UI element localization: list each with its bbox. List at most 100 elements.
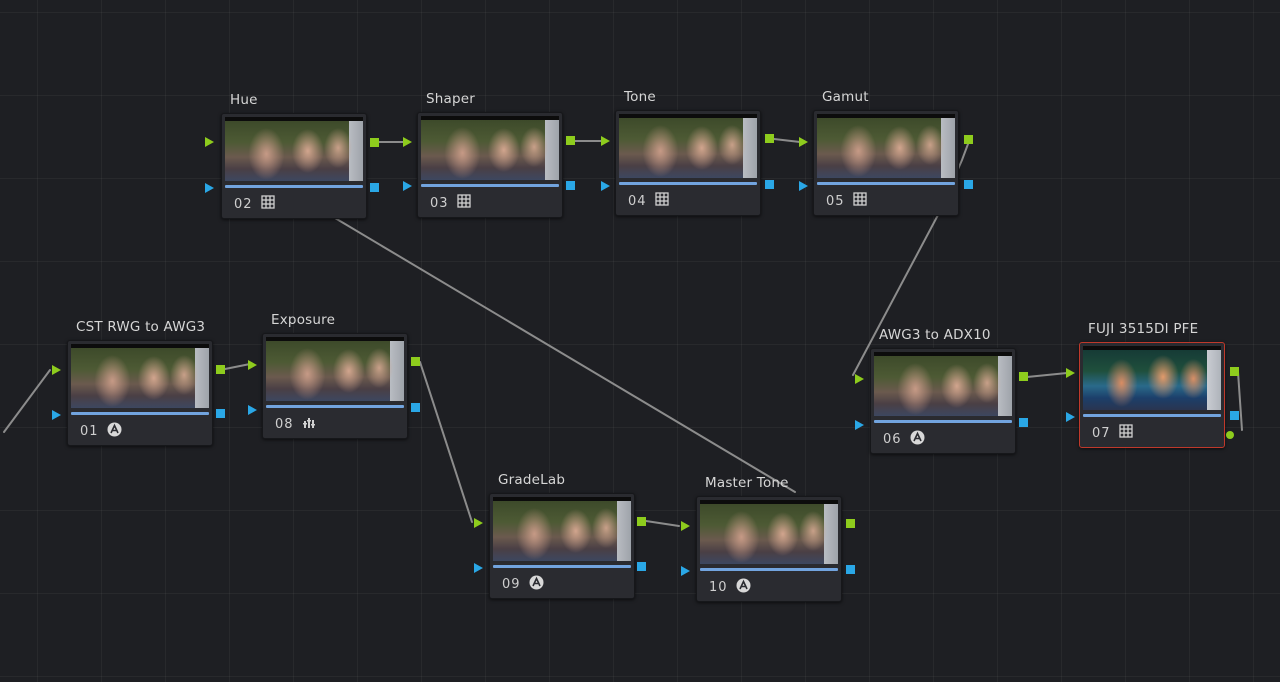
- node-05-gamut[interactable]: Gamut 05: [813, 89, 959, 216]
- node-thumbnail: [71, 344, 209, 408]
- alpha-output-port[interactable]: [964, 180, 973, 189]
- color-space-transform-icon: [735, 577, 751, 593]
- node-02-hue[interactable]: Hue 02: [221, 92, 367, 219]
- node-thumbnail: [266, 337, 404, 401]
- node-thumbnail: [619, 114, 757, 178]
- node-number: 09: [502, 577, 521, 592]
- wire-07-to-output: [1237, 371, 1243, 431]
- alpha-output-port[interactable]: [370, 183, 379, 192]
- alpha-input-port[interactable]: [474, 563, 483, 573]
- alpha-output-port[interactable]: [1019, 418, 1028, 427]
- node-number: 02: [234, 197, 253, 212]
- wire-04-to-05: [773, 138, 801, 143]
- lut-grid-icon: [852, 191, 868, 207]
- node-thumbnail: [817, 114, 955, 178]
- node-label: CST RWG to AWG3: [76, 319, 206, 335]
- node-key-bar: [1083, 414, 1221, 417]
- node-04-tone[interactable]: Tone 04: [615, 89, 761, 216]
- rgb-output-port[interactable]: [216, 365, 225, 374]
- alpha-output-port[interactable]: [216, 409, 225, 418]
- alpha-output-port[interactable]: [846, 565, 855, 574]
- node-number: 04: [628, 194, 647, 209]
- rgb-output-port[interactable]: [566, 136, 575, 145]
- rgb-input-port[interactable]: [855, 374, 864, 384]
- rgb-input-port[interactable]: [1066, 368, 1075, 378]
- rgb-output-port[interactable]: [1019, 372, 1028, 381]
- node-08-exposure[interactable]: Exposure 08: [262, 312, 408, 439]
- alpha-input-port[interactable]: [403, 181, 412, 191]
- alpha-input-port[interactable]: [601, 181, 610, 191]
- node-thumbnail: [874, 352, 1012, 416]
- node-07-fuji-3515di-pfe[interactable]: FUJI 3515DI PFE 07: [1079, 321, 1225, 448]
- node-thumbnail: [1083, 346, 1221, 410]
- alpha-input-port[interactable]: [855, 420, 864, 430]
- rgb-output-port[interactable]: [964, 135, 973, 144]
- rgb-input-port[interactable]: [681, 521, 690, 531]
- wire-06-to-07: [1026, 372, 1068, 378]
- rgb-output-port[interactable]: [765, 134, 774, 143]
- alpha-output-port[interactable]: [566, 181, 575, 190]
- alpha-input-port[interactable]: [681, 566, 690, 576]
- node-number: 05: [826, 194, 845, 209]
- alpha-output-port[interactable]: [411, 403, 420, 412]
- node-key-bar: [817, 182, 955, 185]
- rgb-output-port[interactable]: [411, 357, 420, 366]
- node-label: Gamut: [822, 89, 869, 105]
- node-key-bar: [421, 184, 559, 187]
- node-key-bar: [700, 568, 838, 571]
- node-label: Shaper: [426, 91, 476, 107]
- node-10-master-tone[interactable]: Master Tone 10: [696, 475, 842, 602]
- node-label: GradeLab: [498, 472, 566, 488]
- node-thumbnail: [421, 116, 559, 180]
- alpha-input-port[interactable]: [205, 183, 214, 193]
- wire-01-to-08: [224, 363, 251, 370]
- color-space-transform-icon: [528, 574, 544, 590]
- node-key-bar: [493, 565, 631, 568]
- node-label: Tone: [624, 89, 656, 105]
- node-09-gradelab[interactable]: GradeLab 09: [489, 472, 635, 599]
- node-number: 07: [1092, 426, 1111, 441]
- node-label: Master Tone: [705, 475, 789, 491]
- rgb-input-port[interactable]: [248, 360, 257, 370]
- lut-grid-icon: [654, 191, 670, 207]
- rgb-input-port[interactable]: [52, 365, 61, 375]
- rgb-input-port[interactable]: [799, 137, 808, 147]
- node-key-bar: [619, 182, 757, 185]
- lut-grid-icon: [456, 193, 472, 209]
- rgb-output-port[interactable]: [1230, 367, 1239, 376]
- node-03-shaper[interactable]: Shaper 03: [417, 91, 563, 218]
- color-space-transform-icon: [106, 421, 122, 437]
- lut-grid-icon: [1118, 423, 1134, 439]
- rgb-input-port[interactable]: [403, 137, 412, 147]
- rgb-output-port[interactable]: [637, 517, 646, 526]
- alpha-input-port[interactable]: [248, 405, 257, 415]
- node-label: FUJI 3515DI PFE: [1088, 321, 1199, 337]
- node-key-bar: [71, 412, 209, 415]
- alpha-output-port[interactable]: [637, 562, 646, 571]
- node-thumbnail: [225, 117, 363, 181]
- alpha-output-port[interactable]: [765, 180, 774, 189]
- lut-grid-icon: [260, 194, 276, 210]
- rgb-output-port[interactable]: [370, 138, 379, 147]
- alpha-input-port[interactable]: [1066, 412, 1075, 422]
- wire-09-to-10: [645, 520, 680, 527]
- node-key-bar: [266, 405, 404, 408]
- output-connector-dot[interactable]: [1226, 431, 1234, 439]
- alpha-input-port[interactable]: [52, 410, 61, 420]
- rgb-input-port[interactable]: [601, 136, 610, 146]
- node-label: AWG3 to ADX10: [879, 327, 991, 343]
- rgb-input-port[interactable]: [474, 518, 483, 528]
- rgb-input-port[interactable]: [205, 137, 214, 147]
- node-06-awg3-to-adx10[interactable]: AWG3 to ADX10 06: [870, 327, 1016, 454]
- node-thumbnail: [493, 497, 631, 561]
- node-number: 10: [709, 580, 728, 595]
- wire-08-to-09: [419, 361, 473, 523]
- alpha-input-port[interactable]: [799, 181, 808, 191]
- alpha-output-port[interactable]: [1230, 411, 1239, 420]
- color-space-transform-icon: [909, 429, 925, 445]
- node-number: 01: [80, 424, 99, 439]
- wire-input-to-01: [3, 369, 51, 433]
- node-key-bar: [225, 185, 363, 188]
- rgb-output-port[interactable]: [846, 519, 855, 528]
- node-01-cst-rwg-to-awg3[interactable]: CST RWG to AWG3 01: [67, 319, 213, 446]
